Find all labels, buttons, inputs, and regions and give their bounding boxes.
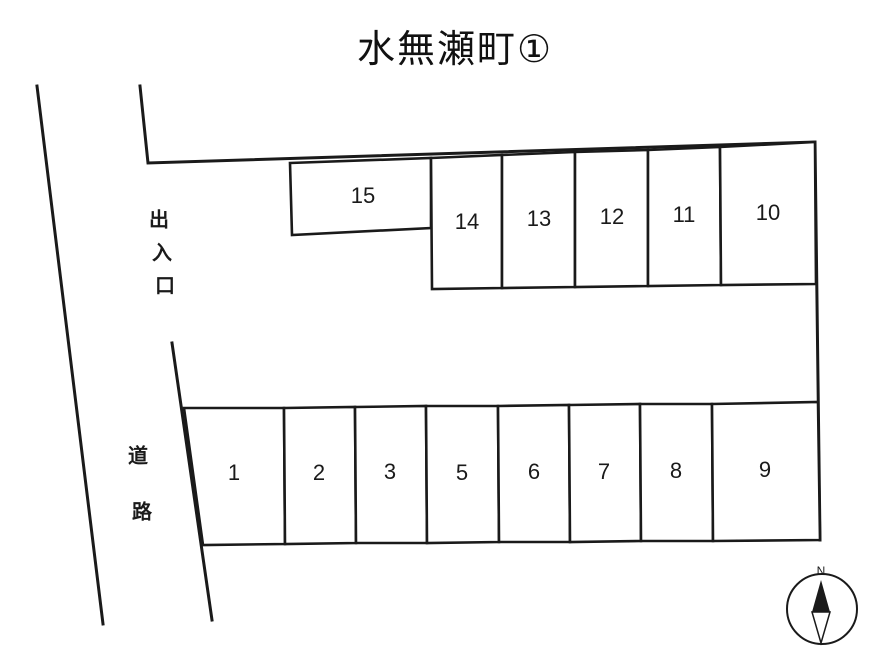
entrance-label: 出 入 口: [149, 208, 175, 298]
entrance-char-2: 入: [152, 241, 172, 265]
parking-space-15[interactable]: 15: [288, 156, 433, 237]
parking-space-10[interactable]: 10: [718, 140, 818, 287]
parking-space-13[interactable]: 13: [500, 150, 577, 290]
page-title: 水無瀬町①: [356, 27, 554, 71]
parking-space-7[interactable]: 7: [567, 402, 643, 544]
space-number: 15: [351, 183, 375, 208]
space-number: 6: [528, 459, 540, 484]
parking-space-14[interactable]: 14: [429, 153, 504, 291]
space-number: 13: [527, 206, 551, 231]
parking-space-6[interactable]: 6: [496, 403, 572, 544]
road-char-2: 路: [132, 500, 153, 524]
parking-space-12[interactable]: 12: [573, 148, 650, 289]
space-number: 2: [313, 460, 325, 485]
north-arrow-compass-icon: N: [786, 564, 858, 646]
space-number: 5: [456, 460, 468, 485]
parking-space-5[interactable]: 5: [424, 404, 501, 545]
space-number: 8: [670, 458, 682, 483]
space-number: 11: [673, 202, 696, 227]
parking-space-11[interactable]: 11: [646, 145, 723, 288]
space-number: 1: [228, 460, 240, 485]
space-number: 7: [598, 459, 610, 484]
parking-space-2[interactable]: 2: [282, 405, 358, 546]
lot-boundary-lower-left: [170, 341, 214, 622]
space-number: 12: [600, 204, 624, 229]
road-label: 道 路: [128, 444, 153, 524]
parking-space-8[interactable]: 8: [638, 402, 715, 543]
space-number: 3: [384, 459, 396, 484]
parking-space-9[interactable]: 9: [710, 400, 822, 543]
space-number: 10: [756, 200, 780, 225]
parking-space-3[interactable]: 3: [353, 404, 429, 545]
lot-boundary-upper: [138, 84, 822, 542]
entrance-char-1: 出: [149, 208, 169, 232]
road-char-1: 道: [128, 444, 148, 468]
entrance-char-3: 口: [155, 274, 175, 298]
space-number: 14: [455, 209, 479, 234]
north-label: N: [817, 564, 826, 578]
space-number: 9: [759, 457, 771, 482]
parking-space-1[interactable]: 1: [182, 406, 287, 547]
road-outer-edge: [35, 84, 105, 626]
